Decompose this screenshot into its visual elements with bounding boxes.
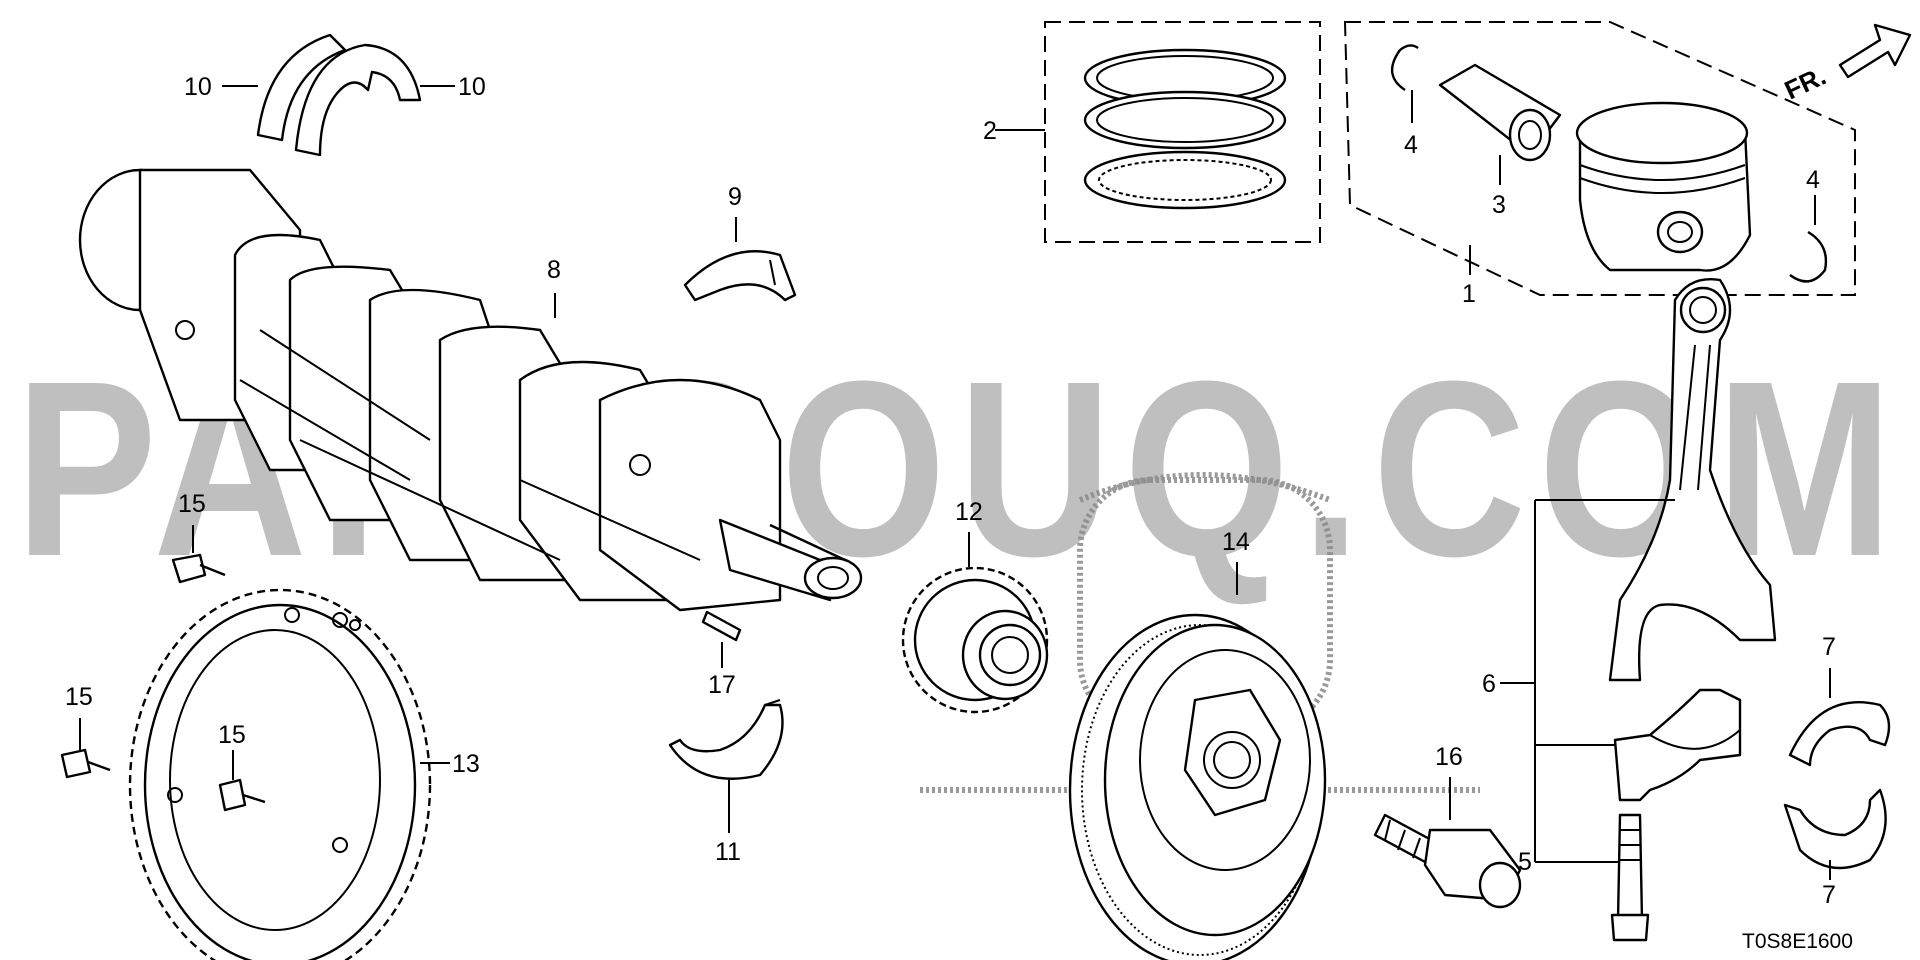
rod-bearing-upper-part[interactable] — [1788, 701, 1891, 767]
woodruff-key-part[interactable] — [701, 610, 742, 642]
callout-13[interactable]: 13 — [452, 750, 480, 778]
drive-plate-part[interactable] — [128, 588, 432, 960]
piston-pin-clip-part[interactable] — [1391, 44, 1828, 283]
drawing-code: T0S8E1600 — [1742, 930, 1853, 953]
callout-12[interactable]: 12 — [955, 498, 983, 526]
drive-plate-bolt-part[interactable] — [60, 553, 266, 812]
callout-7-bottom[interactable]: 7 — [1822, 881, 1836, 909]
connecting-rod-part[interactable] — [1608, 278, 1777, 682]
callout-7-top[interactable]: 7 — [1822, 633, 1836, 661]
crankshaft-part[interactable] — [78, 168, 863, 612]
piston-pin-part[interactable] — [1438, 63, 1562, 162]
callout-10-right[interactable]: 10 — [458, 73, 486, 101]
crankshaft-pulley-part[interactable] — [1068, 613, 1327, 960]
callout-15-top[interactable]: 15 — [178, 490, 206, 518]
callout-4-right[interactable]: 4 — [1806, 166, 1820, 194]
callout-16[interactable]: 16 — [1435, 743, 1463, 771]
callout-3[interactable]: 3 — [1492, 191, 1506, 219]
callout-6[interactable]: 6 — [1482, 670, 1496, 698]
callout-15-center[interactable]: 15 — [218, 721, 246, 749]
connecting-rod-bolt-part[interactable] — [1610, 813, 1650, 942]
callout-8[interactable]: 8 — [547, 256, 561, 284]
callout-11[interactable]: 11 — [715, 838, 741, 866]
pulley-bolt-part[interactable] — [1373, 813, 1522, 909]
piston-part[interactable] — [1575, 101, 1752, 272]
callout-15-left[interactable]: 15 — [65, 683, 93, 711]
thrust-washer-part[interactable] — [256, 33, 422, 157]
connecting-rod-cap-part[interactable] — [1613, 688, 1742, 802]
piston-ring-set-part[interactable] — [1083, 48, 1287, 210]
callout-1[interactable]: 1 — [1462, 280, 1476, 308]
callout-9[interactable]: 9 — [728, 183, 742, 211]
main-bearing-upper-part[interactable] — [683, 250, 797, 302]
front-indicator-label: FR. — [1780, 61, 1831, 106]
crankshaft-sprocket-part[interactable] — [901, 566, 1049, 714]
callout-2[interactable]: 2 — [983, 117, 997, 145]
callout-10-left[interactable]: 10 — [184, 73, 212, 101]
callout-4-left[interactable]: 4 — [1404, 131, 1418, 159]
main-bearing-lower-part[interactable] — [668, 699, 784, 780]
callout-14[interactable]: 14 — [1222, 528, 1250, 556]
rod-bearing-lower-part[interactable] — [1783, 788, 1887, 870]
callout-17[interactable]: 17 — [708, 671, 736, 699]
front-direction-arrow-icon — [1838, 23, 1912, 79]
callout-5[interactable]: 5 — [1518, 848, 1532, 876]
